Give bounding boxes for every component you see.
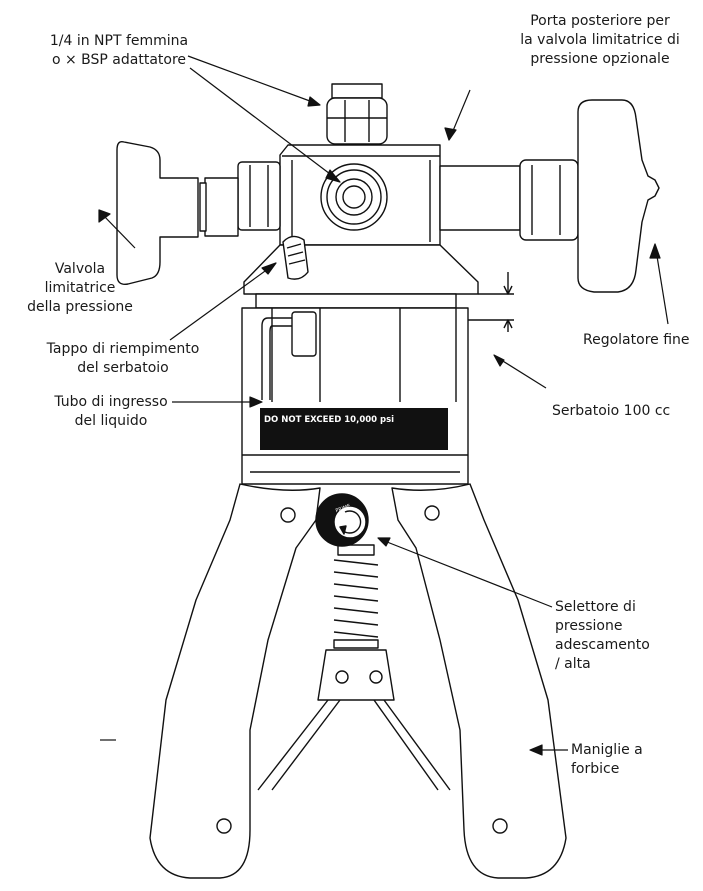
label-inlet-tube-line2: del liquido: [74, 413, 148, 429]
reservoir-body: [241, 293, 469, 485]
leader-lines: [98, 55, 669, 756]
label-fine-regulator: Regolatore fine: [583, 331, 690, 350]
label-fine-regulator-text: Regolatore fine: [583, 332, 690, 348]
label-reservoir-text: Serbatoio 100 cc: [552, 403, 671, 419]
label-handles-line1: Maniglie a: [571, 742, 643, 758]
fine-regulator-assembly: [439, 99, 660, 293]
label-selector-line4: / alta: [555, 656, 591, 672]
label-handles-line2: forbice: [571, 761, 620, 777]
warning-panel-text: DO NOT EXCEED 10,000 psi: [264, 415, 394, 425]
label-adapter: 1/4 in NPT femmina o × BSP adattatore: [24, 32, 214, 70]
label-selector-line1: Selettore di: [555, 599, 636, 615]
label-relief-valve-line1: Valvola: [54, 261, 106, 277]
reservoir-fill-cap: [282, 235, 309, 280]
label-fill-cap-line2: del serbatoio: [77, 360, 169, 376]
label-selector: Selettore di pressione adescamento / alt…: [555, 598, 650, 674]
label-rear-port: Porta posteriore per la valvola limitatr…: [500, 12, 700, 69]
label-rear-port-line1: Porta posteriore per: [530, 13, 670, 29]
label-relief-valve: Valvola limitatrice della pressione: [20, 260, 140, 317]
label-fill-cap: Tappo di riempimento del serbatoio: [28, 340, 218, 378]
top-adapter-nut: [326, 83, 388, 145]
scissor-handles: [149, 483, 567, 879]
selector-knob-text: PRIME: [335, 503, 352, 514]
relief-valve-assembly: [116, 140, 281, 285]
label-rear-port-line2: la valvola limitatrice di: [520, 32, 680, 48]
pressure-selector-knob: [315, 493, 369, 547]
label-selector-line2: pressione: [555, 618, 623, 634]
label-adapter-line2: o × BSP adattatore: [51, 52, 187, 68]
head-flare: [243, 244, 479, 295]
label-adapter-line1: 1/4 in NPT femmina: [49, 33, 189, 49]
label-rear-port-line3: pressione opzionale: [530, 51, 670, 67]
label-handles: Maniglie a forbice: [571, 741, 643, 779]
label-reservoir: Serbatoio 100 cc: [552, 402, 670, 421]
plunger-spring: [333, 544, 379, 649]
label-relief-valve-line2: limitatrice: [44, 280, 116, 296]
label-inlet-tube: Tubo di ingresso del liquido: [36, 393, 186, 431]
warning-panel: [260, 408, 448, 450]
dimension-ticks: [468, 272, 514, 332]
label-relief-valve-line3: della pressione: [27, 299, 133, 315]
pump-head: [279, 144, 441, 246]
label-inlet-tube-line1: Tubo di ingresso: [54, 394, 168, 410]
label-fill-cap-line1: Tappo di riempimento: [46, 341, 200, 357]
label-selector-line3: adescamento: [555, 637, 650, 653]
